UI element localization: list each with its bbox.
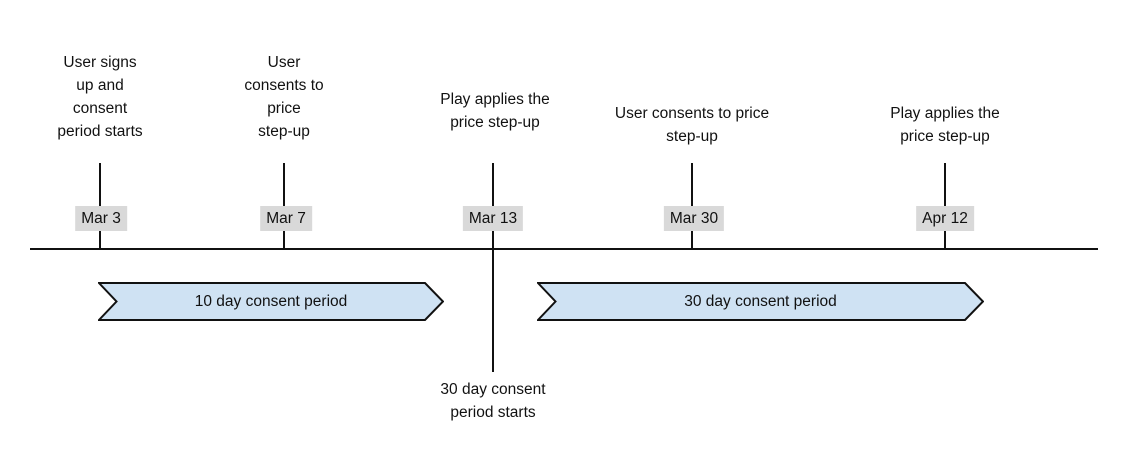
event-date-chip-mar-13: Mar 13 bbox=[462, 206, 524, 231]
event-date-chip-mar-30: Mar 30 bbox=[663, 206, 725, 231]
timeline-axis-line bbox=[30, 248, 1098, 250]
ribbon-arrow-shape bbox=[537, 282, 984, 321]
event-label-second-consent: User consents to price step-up bbox=[614, 105, 770, 145]
period-label-10-day: 10 day consent period bbox=[194, 292, 348, 310]
event-label-first-stepup-applied: Play applies the price step-up bbox=[440, 91, 550, 131]
ribbon-arrow-polygon bbox=[98, 282, 444, 321]
event-label-first-consent: User consents to price step-up bbox=[244, 54, 324, 140]
note-30-day-period-starts: 30 day consent period starts bbox=[440, 381, 546, 421]
event-label-signup: User signs up and consent period starts bbox=[57, 54, 143, 140]
ribbon-arrow-shape bbox=[98, 282, 444, 321]
ribbon-arrow-polygon bbox=[537, 282, 984, 321]
event-date-chip-apr-12: Apr 12 bbox=[916, 206, 974, 231]
event-date-chip-mar-3: Mar 3 bbox=[75, 206, 127, 231]
consent-period-arrow-10-day: 10 day consent period bbox=[98, 282, 444, 321]
period-label-30-day: 30 day consent period bbox=[684, 292, 837, 310]
event-date-chip-mar-7: Mar 7 bbox=[260, 206, 312, 231]
event-tick-mar-13-below-axis bbox=[492, 250, 494, 372]
consent-period-arrow-30-day: 30 day consent period bbox=[537, 282, 984, 321]
event-label-second-stepup-applied: Play applies the price step-up bbox=[890, 105, 1000, 145]
